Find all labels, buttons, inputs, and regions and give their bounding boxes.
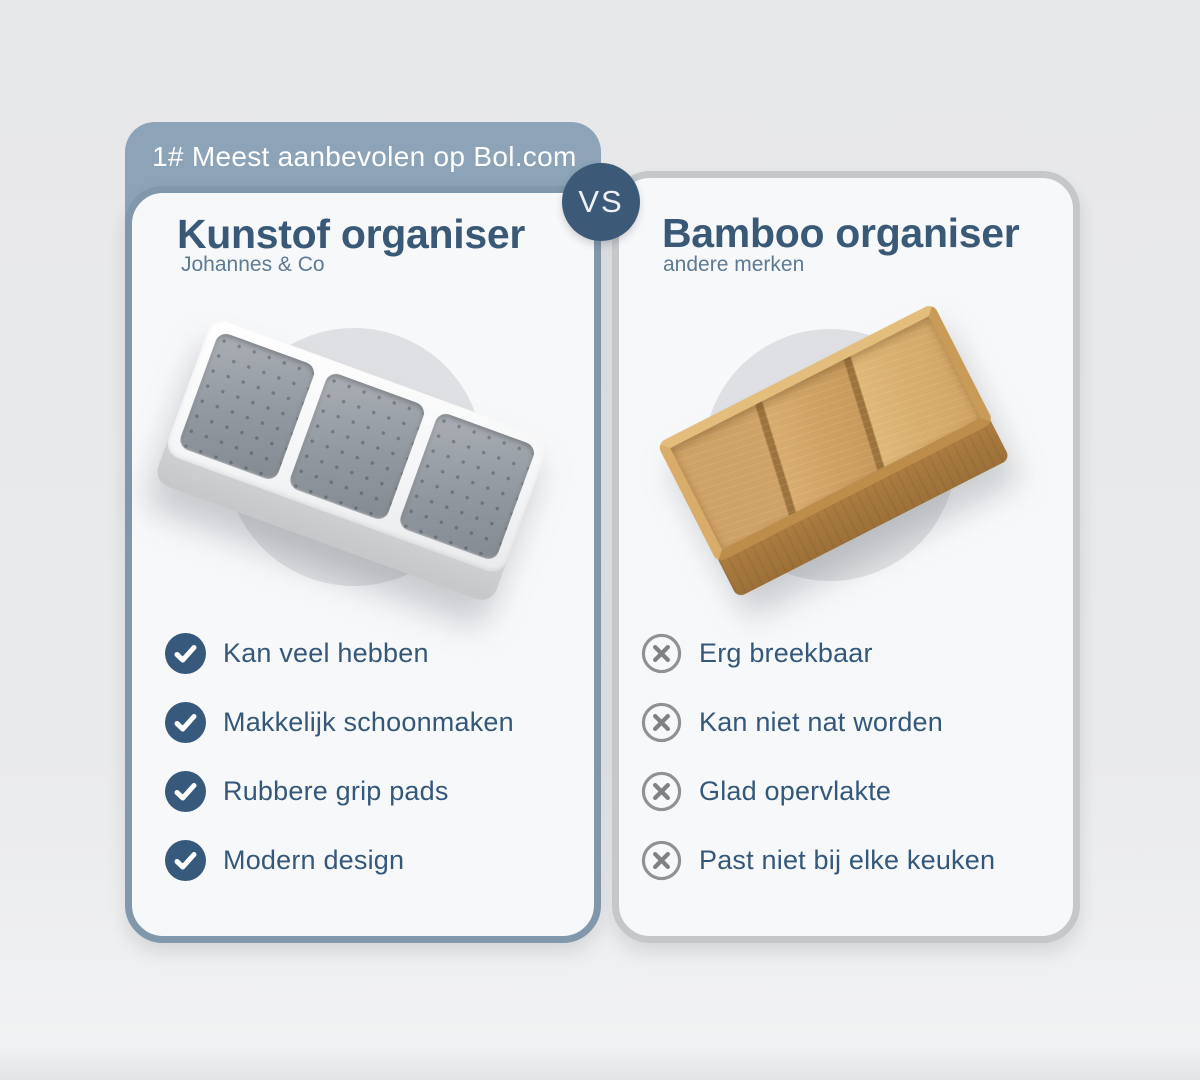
cross-icon [641,840,682,880]
right-card-subtitle: andere merken [663,253,805,276]
feature-label: Kan veel hebben [223,637,429,668]
rubber-grip-pad [397,410,537,562]
feature-label: Erg breekbaar [699,637,873,668]
left-card-title: Kunstof organiser [177,211,525,257]
feature-label: Glad opervlakte [699,775,892,806]
check-icon [165,701,206,743]
check-icon [165,632,206,674]
cons-list: Erg breekbaar Kan niet nat worden Glad o… [641,631,995,882]
feature-label: Modern design [223,844,405,875]
check-icon [165,839,206,881]
list-item: Glad opervlakte [641,769,995,813]
cross-icon [641,702,682,742]
list-item: Erg breekbaar [641,631,995,675]
feature-label: Rubbere grip pads [223,775,449,806]
left-product-card: Kunstof organiser Johannes & Co Kan veel… [125,186,601,943]
list-item: Modern design [165,838,514,882]
right-product-card: Bamboo organiser andere merken Erg breek… [612,171,1080,943]
feature-label: Kan niet nat worden [699,706,943,737]
feature-label: Past niet bij elke keuken [699,844,996,875]
right-card-title: Bamboo organiser [662,210,1020,256]
pros-list: Kan veel hebben Makkelijk schoonmaken Ru… [165,631,514,882]
recommended-badge-label: 1# Meest aanbevolen op Bol.com [152,141,577,172]
list-item: Rubbere grip pads [165,769,514,813]
cross-icon [641,771,682,811]
list-item: Makkelijk schoonmaken [165,700,514,744]
list-item: Past niet bij elke keuken [641,838,995,882]
list-item: Kan veel hebben [165,631,514,675]
vs-badge: VS [562,163,640,241]
check-icon [165,770,206,812]
left-card-subtitle: Johannes & Co [181,253,325,276]
feature-label: Makkelijk schoonmaken [223,706,514,737]
list-item: Kan niet nat worden [641,700,995,744]
cross-icon [641,633,682,673]
